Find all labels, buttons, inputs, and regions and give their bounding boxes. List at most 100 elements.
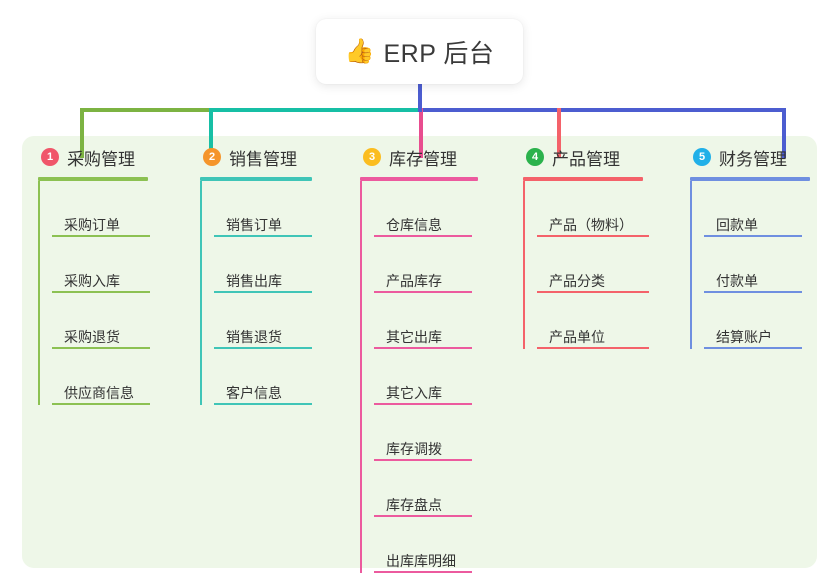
- list-item[interactable]: 产品（物料）: [537, 181, 683, 237]
- list-item-rule: [374, 235, 472, 237]
- list-item[interactable]: 仓库信息: [374, 181, 510, 237]
- list-item-label: 其它入库: [386, 385, 442, 402]
- list-item-label: 采购退货: [64, 329, 120, 346]
- list-item-rule: [214, 291, 312, 293]
- branch-header[interactable]: 1 采购管理: [38, 144, 188, 170]
- list-item-label: 其它出库: [386, 329, 442, 346]
- list-item-label: 产品库存: [386, 273, 442, 290]
- list-item-label: 出库库明细: [386, 553, 456, 570]
- branch-header-rule: [690, 177, 810, 181]
- list-item-label: 采购订单: [64, 217, 120, 234]
- branch-number-badge: 2: [203, 148, 221, 166]
- branch-title: 库存管理: [389, 149, 457, 169]
- list-item[interactable]: 其它出库: [374, 293, 510, 349]
- branch-number-badge: 1: [41, 148, 59, 166]
- list-item[interactable]: 销售退货: [214, 293, 350, 349]
- list-item-rule: [52, 291, 150, 293]
- list-item-label: 客户信息: [226, 385, 282, 402]
- root-node-title: ERP 后台: [383, 39, 495, 68]
- connector-drop-2: [209, 108, 213, 158]
- list-item-rule: [537, 347, 649, 349]
- list-item-rule: [374, 291, 472, 293]
- list-item[interactable]: 回款单: [704, 181, 839, 237]
- list-item-label: 产品（物料）: [549, 217, 633, 234]
- list-item-rule: [374, 459, 472, 461]
- branch-trunk-line: [360, 181, 362, 573]
- branch-header[interactable]: 2 销售管理: [200, 144, 350, 170]
- list-item-label: 供应商信息: [64, 385, 134, 402]
- branch-column-inventory: 3 库存管理 仓库信息 产品库存 其它出库 其它入库 库存调拨 库存盘点: [360, 144, 510, 573]
- list-item[interactable]: 销售订单: [214, 181, 350, 237]
- branch-items: 采购订单 采购入库 采购退货 供应商信息: [38, 181, 188, 405]
- branch-header-rule: [38, 177, 148, 181]
- branch-items: 回款单 付款单 结算账户: [690, 181, 839, 349]
- list-item[interactable]: 采购退货: [52, 293, 188, 349]
- connector-drop-3: [419, 108, 423, 158]
- connector-bus-segment-green: [80, 108, 211, 112]
- list-item-label: 产品单位: [549, 329, 605, 346]
- connector-bus-segment-teal: [209, 108, 421, 112]
- branch-column-finance: 5 财务管理 回款单 付款单 结算账户: [690, 144, 839, 349]
- list-item-rule: [374, 403, 472, 405]
- list-item[interactable]: 付款单: [704, 237, 839, 293]
- list-item[interactable]: 库存调拨: [374, 405, 510, 461]
- branch-title: 产品管理: [552, 149, 620, 169]
- branch-title: 财务管理: [719, 149, 787, 169]
- list-item[interactable]: 供应商信息: [52, 349, 188, 405]
- list-item-rule: [52, 403, 150, 405]
- branch-trunk-line: [523, 181, 525, 349]
- list-item-label: 产品分类: [549, 273, 605, 290]
- list-item-label: 库存调拨: [386, 441, 442, 458]
- list-item-label: 销售退货: [226, 329, 282, 346]
- list-item[interactable]: 采购入库: [52, 237, 188, 293]
- root-connector-stem: [418, 84, 422, 112]
- list-item[interactable]: 库存盘点: [374, 461, 510, 517]
- list-item-rule: [374, 571, 472, 573]
- list-item-rule: [52, 347, 150, 349]
- list-item-rule: [374, 347, 472, 349]
- list-item[interactable]: 客户信息: [214, 349, 350, 405]
- connector-bus-segment-blue: [419, 108, 786, 112]
- branch-trunk-line: [690, 181, 692, 349]
- branch-trunk-line: [200, 181, 202, 405]
- list-item-rule: [52, 235, 150, 237]
- list-item[interactable]: 出库库明细: [374, 517, 510, 573]
- list-item[interactable]: 产品库存: [374, 237, 510, 293]
- branch-column-purchasing: 1 采购管理 采购订单 采购入库 采购退货 供应商信息: [38, 144, 188, 405]
- branch-column-product: 4 产品管理 产品（物料） 产品分类 产品单位: [523, 144, 683, 349]
- list-item[interactable]: 结算账户: [704, 293, 839, 349]
- list-item[interactable]: 销售出库: [214, 237, 350, 293]
- branch-header-rule: [360, 177, 478, 181]
- list-item[interactable]: 其它入库: [374, 349, 510, 405]
- list-item-rule: [537, 235, 649, 237]
- list-item-rule: [214, 403, 312, 405]
- branch-column-sales: 2 销售管理 销售订单 销售出库 销售退货 客户信息: [200, 144, 350, 405]
- list-item-label: 销售订单: [226, 217, 282, 234]
- list-item-rule: [214, 347, 312, 349]
- list-item[interactable]: 产品分类: [537, 237, 683, 293]
- list-item-rule: [374, 515, 472, 517]
- list-item-rule: [704, 235, 802, 237]
- list-item[interactable]: 采购订单: [52, 181, 188, 237]
- list-item-rule: [704, 347, 802, 349]
- diagram-background-panel: [22, 136, 817, 568]
- list-item-label: 回款单: [716, 217, 758, 234]
- list-item[interactable]: 产品单位: [537, 293, 683, 349]
- root-node-card[interactable]: 👍 ERP 后台: [316, 19, 523, 84]
- branch-header[interactable]: 4 产品管理: [523, 144, 683, 170]
- branch-number-badge: 4: [526, 148, 544, 166]
- list-item-rule: [704, 291, 802, 293]
- list-item-label: 结算账户: [716, 329, 772, 346]
- branch-header-rule: [523, 177, 643, 181]
- branch-title: 销售管理: [229, 149, 297, 169]
- branch-header[interactable]: 5 财务管理: [690, 144, 839, 170]
- list-item-label: 仓库信息: [386, 217, 442, 234]
- branch-header-rule: [200, 177, 312, 181]
- branch-header[interactable]: 3 库存管理: [360, 144, 510, 170]
- list-item-rule: [537, 291, 649, 293]
- connector-drop-5: [782, 108, 786, 158]
- list-item-rule: [214, 235, 312, 237]
- list-item-label: 销售出库: [226, 273, 282, 290]
- list-item-label: 采购入库: [64, 273, 120, 290]
- branch-trunk-line: [38, 181, 40, 405]
